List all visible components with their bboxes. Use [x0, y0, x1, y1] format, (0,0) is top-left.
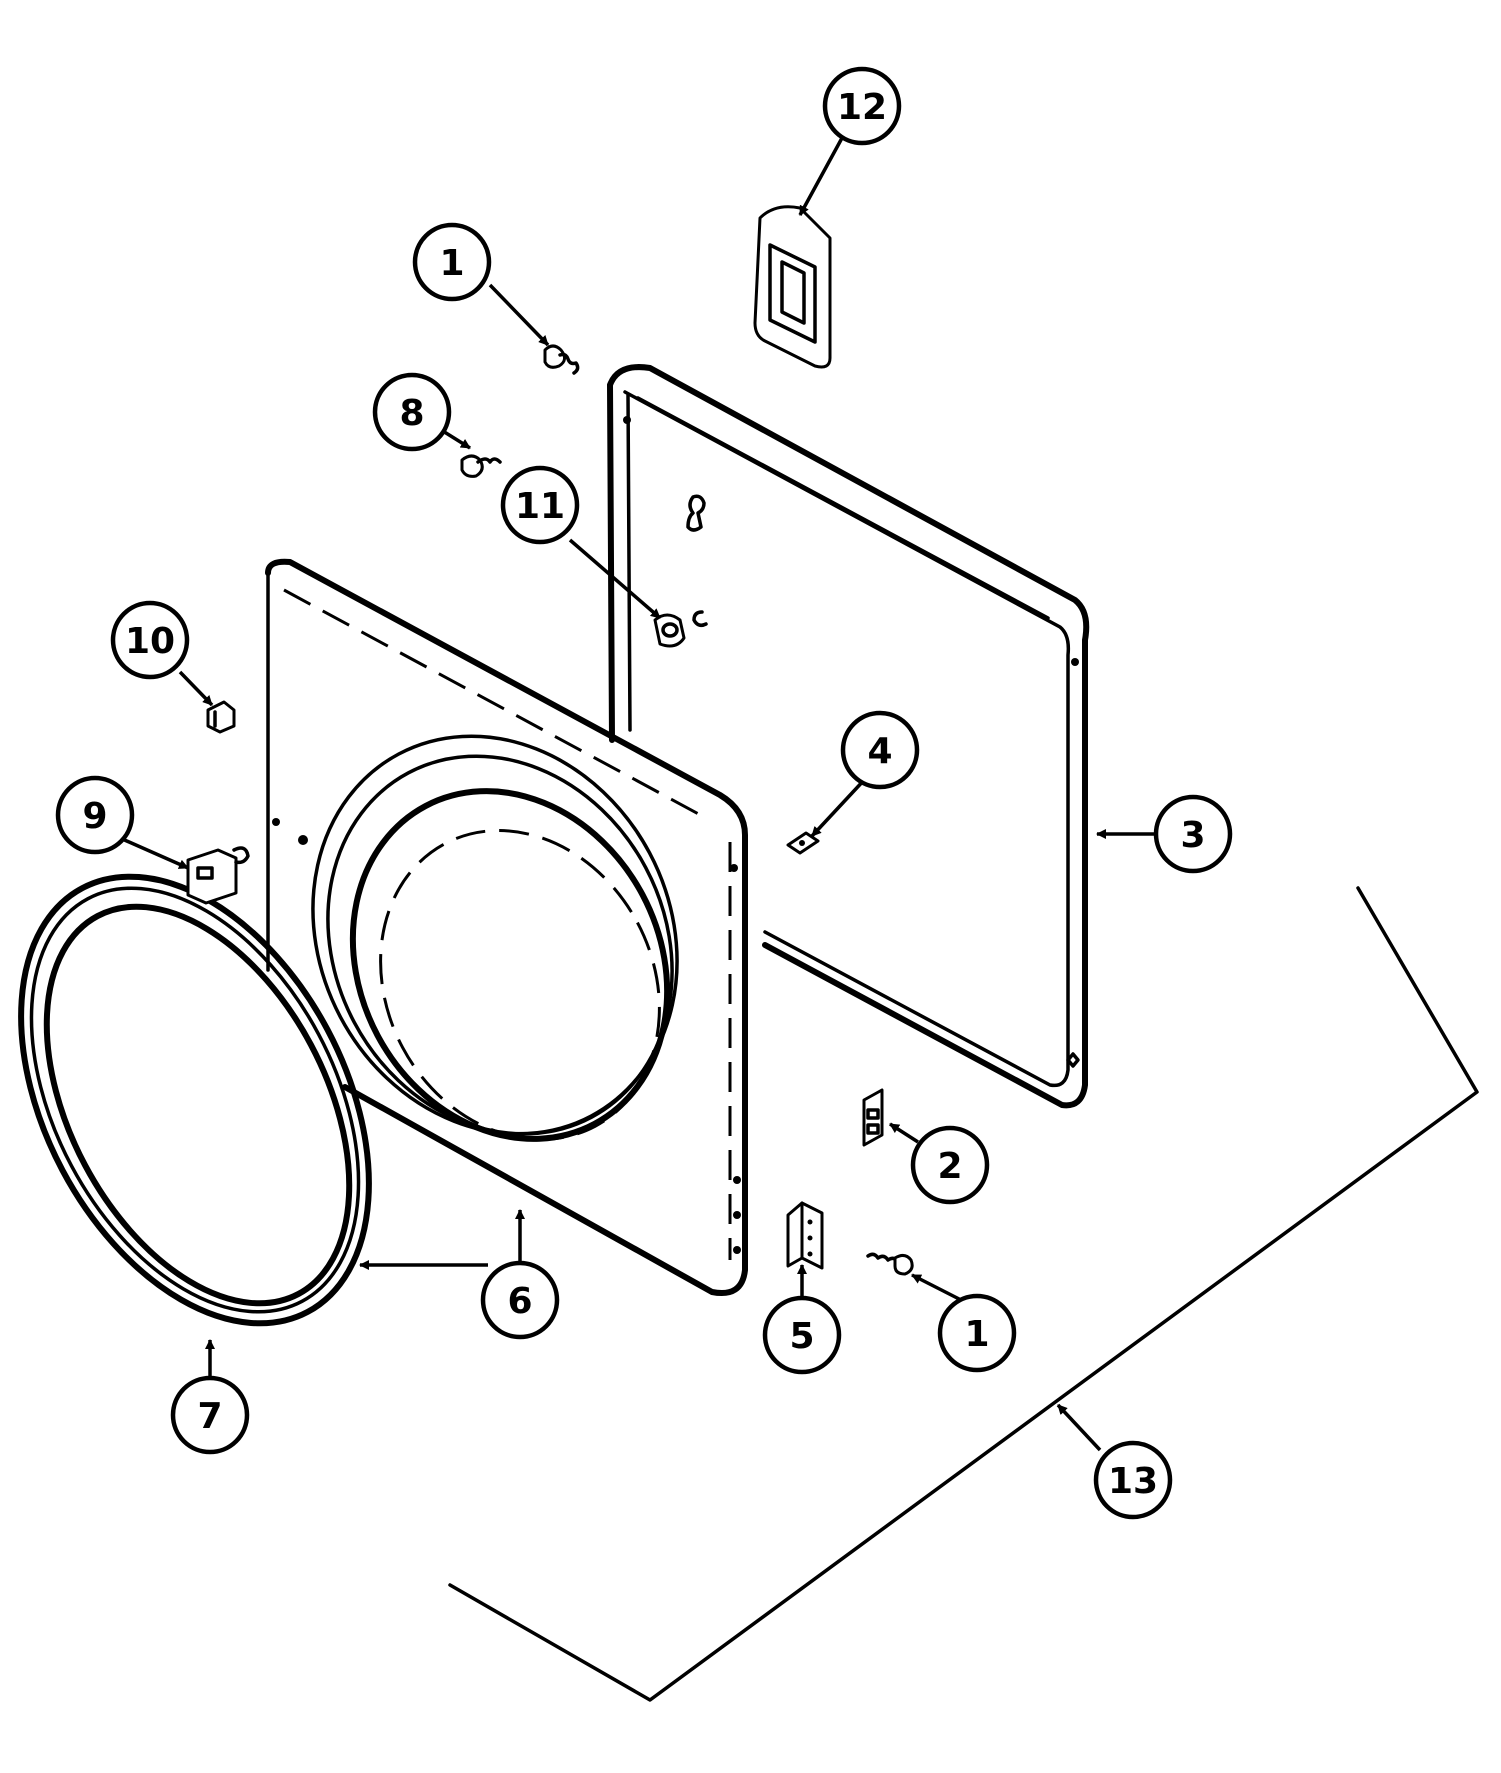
callout-12: 12: [822, 66, 902, 146]
callout-label: 4: [867, 731, 892, 772]
callout-label: 11: [515, 486, 565, 527]
screw-bottom: [866, 1252, 914, 1276]
callout-11: 11: [500, 465, 580, 545]
callout-2: 2: [910, 1125, 990, 1205]
callout-label: 7: [197, 1396, 222, 1437]
callout-5: 5: [762, 1295, 842, 1375]
callout-8: 8: [372, 372, 452, 452]
clip-10: [206, 700, 236, 734]
callout-label: 13: [1108, 1461, 1158, 1502]
callout-label: 9: [82, 796, 107, 837]
nut-4: [786, 831, 820, 855]
callout-label: 6: [507, 1281, 532, 1322]
callout-label: 1: [964, 1314, 989, 1355]
nut-11: [653, 610, 708, 648]
outer-door-panel: [265, 558, 748, 1296]
callout-1-top: 1: [412, 222, 492, 302]
inner-door-panel: [607, 364, 1090, 1109]
hinge-5: [786, 1201, 824, 1270]
screw-top: [543, 344, 580, 375]
callout-label: 5: [789, 1316, 814, 1357]
callout-3: 3: [1153, 794, 1233, 874]
door-handle-part: [753, 205, 832, 369]
screw-8: [460, 454, 502, 478]
callout-label: 10: [125, 621, 175, 662]
latch-2: [862, 1088, 884, 1147]
door-ring: [18, 873, 372, 1327]
strike-9: [186, 846, 250, 905]
callout-label: 8: [399, 393, 424, 434]
callout-10: 10: [110, 600, 190, 680]
callout-label: 3: [1180, 815, 1205, 856]
callout-9: 9: [55, 775, 135, 855]
callout-label: 2: [937, 1146, 962, 1187]
callout-6: 6: [480, 1260, 560, 1340]
callout-7: 7: [170, 1375, 250, 1455]
callout-4: 4: [840, 710, 920, 790]
assembly-bracket: [448, 886, 1479, 1702]
callout-label: 1: [439, 243, 464, 284]
callout-label: 12: [837, 87, 887, 128]
callout-13: 13: [1093, 1440, 1173, 1520]
leader-lines: [119, 137, 1157, 1452]
callout-1-bottom: 1: [937, 1293, 1017, 1373]
